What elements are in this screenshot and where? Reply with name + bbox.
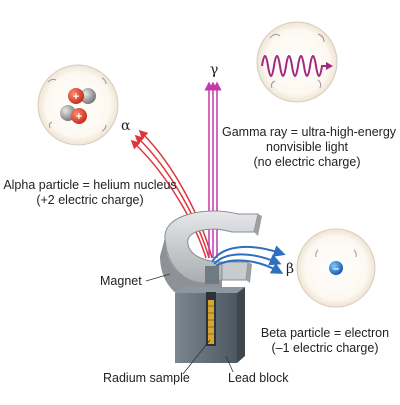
radium-sample: [206, 292, 216, 346]
electron-minus-sign: –: [333, 263, 339, 275]
beta-particle-bubble: –: [296, 228, 376, 308]
gamma-caption-line2: nonvisible light: [266, 140, 348, 154]
proton-plus-bottom: +: [76, 111, 82, 123]
alpha-rays: [130, 129, 213, 259]
helium-nucleus-icon: + +: [60, 88, 96, 124]
magnet: [160, 210, 262, 304]
beta-caption-line1: Beta particle = electron: [260, 326, 390, 340]
alpha-caption-line2: (+2 electric charge): [36, 193, 144, 207]
gamma-wave-icon: [261, 55, 326, 77]
leader-lines: [145, 273, 234, 375]
alpha-symbol: α: [121, 118, 131, 134]
gamma-caption-line3: (no electric charge): [253, 155, 361, 169]
gamma-caption-line1: Gamma ray = ultra-high-energy: [222, 125, 397, 139]
electron-icon: –: [329, 261, 343, 275]
beta-symbol: β: [286, 261, 295, 277]
gamma-ray-bubble: [256, 21, 338, 103]
alpha-particle-bubble: + +: [37, 64, 119, 146]
gamma-caption: Gamma ray = ultra-high-energy nonvisible…: [222, 125, 397, 170]
magnet-label: Magnet: [100, 274, 142, 288]
radium-sample-label: Radium sample: [103, 371, 190, 385]
beta-rays: [211, 245, 286, 274]
beta-caption: Beta particle = electron (–1 electric ch…: [252, 326, 398, 356]
proton-plus-top: +: [73, 91, 79, 103]
alpha-caption: Alpha particle = helium nucleus (+2 elec…: [2, 178, 178, 208]
beta-caption-line2: (–1 electric charge): [271, 341, 379, 355]
gamma-symbol: γ: [210, 62, 219, 78]
lead-block-label: Lead block: [228, 371, 289, 385]
alpha-caption-line1: Alpha particle = helium nucleus: [3, 178, 177, 192]
gamma-rays: [204, 81, 222, 258]
